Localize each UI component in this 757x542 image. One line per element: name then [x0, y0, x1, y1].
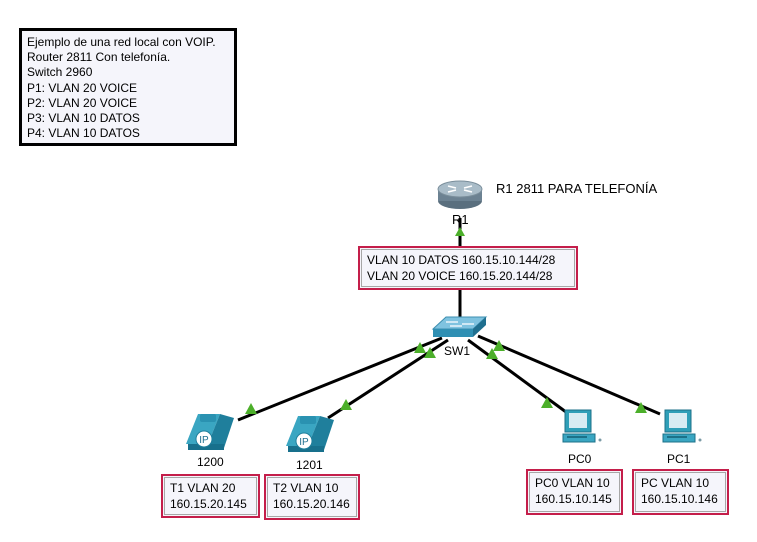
- phone-name-1200: 1200: [197, 455, 224, 469]
- phone-label-line: T1 VLAN 20: [170, 481, 236, 495]
- note-box: Ejemplo de una red local con VOIP. Route…: [19, 28, 237, 146]
- switch-icon[interactable]: [431, 316, 488, 337]
- status-up-icon: [486, 348, 498, 359]
- phone-name-1201: 1201: [296, 458, 323, 472]
- pc-label-pc0: PC0 VLAN 10 160.15.10.145: [526, 469, 623, 515]
- pc-label-line: 160.15.10.145: [535, 492, 612, 506]
- pc-label-pc1: PC VLAN 10 160.15.10.146: [632, 469, 729, 515]
- switch-name: SW1: [444, 344, 471, 358]
- note-line: P3: VLAN 10 DATOS: [27, 111, 140, 126]
- pc-label-line: PC VLAN 10: [641, 476, 710, 490]
- note-line: P2: VLAN 20 VOICE: [27, 95, 138, 110]
- status-up-icon: [340, 399, 352, 410]
- status-up-icon: [245, 403, 257, 414]
- status-up-icon: [455, 227, 465, 236]
- pc-label-line: 160.15.10.146: [641, 492, 718, 506]
- vlan-info-box: VLAN 10 DATOS 160.15.10.144/28 VLAN 20 V…: [358, 246, 578, 290]
- note-line: P1: VLAN 20 VOICE: [27, 80, 138, 95]
- link-status: [245, 227, 647, 414]
- ip-phone-icon-1201[interactable]: IP: [286, 416, 334, 452]
- pc-name-pc0: PC0: [568, 452, 592, 466]
- svg-text:IP: IP: [199, 435, 209, 446]
- vlan-info-line: VLAN 10 DATOS 160.15.10.144/28: [367, 253, 556, 267]
- router-name: R1: [452, 212, 469, 227]
- note-line: Ejemplo de una red local con VOIP.: [27, 35, 216, 49]
- phone-label-1201: T2 VLAN 10 160.15.20.146: [264, 474, 360, 520]
- vlan-info-line: VLAN 20 VOICE 160.15.20.144/28: [367, 269, 553, 283]
- status-up-icon: [414, 342, 426, 353]
- status-up-icon: [493, 340, 505, 351]
- note-line: Switch 2960: [27, 65, 93, 80]
- pc-name-pc1: PC1: [667, 452, 691, 466]
- phone-label-1200: T1 VLAN 20 160.15.20.145: [161, 474, 260, 518]
- status-up-icon: [635, 402, 647, 413]
- router-description: R1 2811 PARA TELEFONÍA: [496, 181, 658, 196]
- pc-icon-pc1[interactable]: [662, 409, 702, 443]
- pc-label-line: PC0 VLAN 10: [535, 476, 610, 490]
- status-up-icon: [541, 397, 553, 408]
- status-up-icon: [424, 347, 436, 358]
- router-icon[interactable]: [437, 180, 483, 209]
- ip-phone-icon-1200[interactable]: IP: [186, 414, 234, 450]
- link-switch-pc0[interactable]: [467, 338, 567, 414]
- phone-label-line: 160.15.20.145: [170, 497, 247, 511]
- svg-text:IP: IP: [299, 437, 309, 448]
- pc-icon-pc0[interactable]: [562, 409, 602, 443]
- note-line: Router 2811 Con telefonía.: [27, 50, 171, 65]
- link-switch-pc1[interactable]: [477, 334, 661, 416]
- note-line: P4: VLAN 10 DATOS: [27, 126, 140, 141]
- phone-label-line: 160.15.20.146: [273, 497, 350, 511]
- phone-label-line: T2 VLAN 10: [273, 481, 339, 495]
- link-switch-phone-1200[interactable]: [237, 336, 443, 422]
